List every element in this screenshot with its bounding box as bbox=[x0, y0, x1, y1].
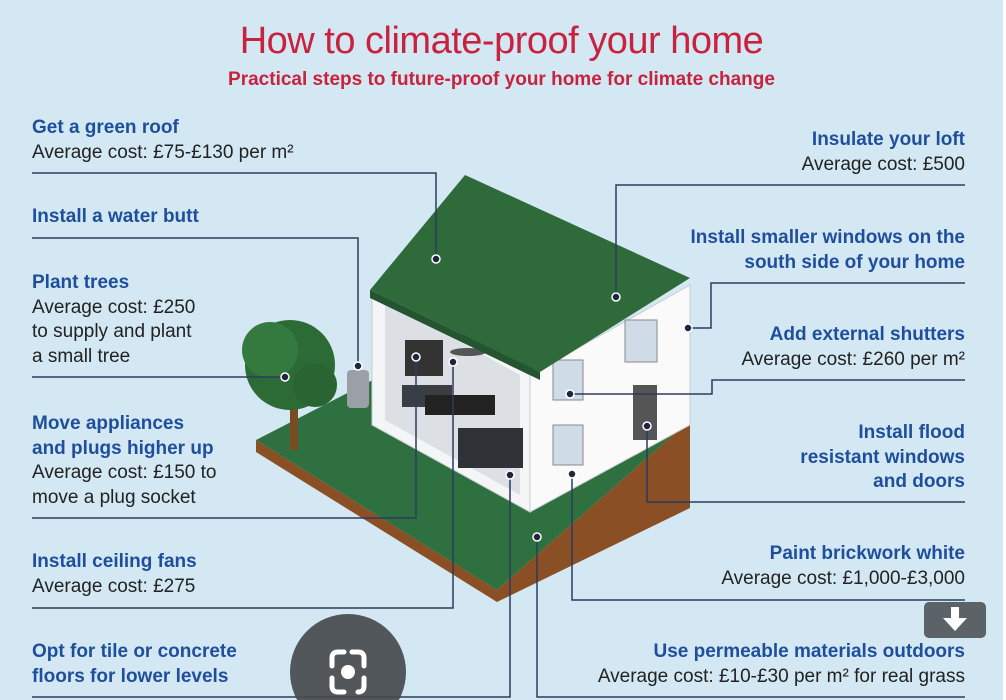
label-heading: Use permeable materials outdoors bbox=[653, 641, 966, 662]
label-heading: Plant trees bbox=[32, 272, 130, 293]
label-green-roof: Get a green roof Average cost: £75-£130 … bbox=[32, 116, 294, 165]
label-cost: Average cost: £275 bbox=[32, 575, 196, 597]
label-external-shutters: Add external shutters Average cost: £260… bbox=[741, 323, 965, 372]
label-cost: to supply and plant bbox=[32, 321, 192, 342]
label-paint-brickwork: Paint brickwork white Average cost: £1,0… bbox=[721, 542, 965, 591]
green-roof bbox=[370, 175, 690, 372]
window bbox=[624, 319, 658, 363]
label-cost: Average cost: £1,000-£3,000 bbox=[721, 567, 965, 589]
label-heading: Install smaller windows on the bbox=[690, 227, 966, 248]
label-cost: a small tree bbox=[32, 345, 131, 367]
lens-search-button[interactable] bbox=[290, 614, 406, 700]
label-cost: Average cost: £10-£30 per m² for real gr… bbox=[597, 665, 965, 687]
label-plant-trees: Plant trees Average cost: £250 to supply… bbox=[32, 271, 195, 369]
label-cost: Average cost: £75-£130 per m² bbox=[32, 141, 294, 163]
label-heading: Paint brickwork white bbox=[769, 543, 965, 564]
label-insulate-loft: Insulate your loft Average cost: £500 bbox=[802, 128, 965, 177]
lens-icon bbox=[329, 649, 367, 695]
sofa bbox=[458, 428, 523, 468]
label-heading: Install flood bbox=[858, 422, 965, 443]
tv bbox=[405, 340, 443, 376]
tree-canopy-part bbox=[242, 322, 298, 378]
download-button[interactable] bbox=[924, 602, 986, 638]
water-butt bbox=[347, 370, 369, 408]
label-tile-floors: Opt for tile or concrete floors for lowe… bbox=[32, 640, 237, 689]
page-subtitle: Practical steps to future-proof your hom… bbox=[228, 69, 775, 90]
label-heading: Insulate your loft bbox=[811, 129, 965, 150]
label-heading: Install a water butt bbox=[32, 206, 199, 227]
label-cost: Average cost: £500 bbox=[801, 153, 965, 175]
label-heading: floors for lower levels bbox=[32, 665, 229, 687]
label-cost: move a plug socket bbox=[32, 486, 196, 508]
tree-trunk bbox=[290, 395, 298, 450]
window bbox=[552, 424, 584, 466]
leader-lines bbox=[32, 172, 965, 698]
label-cost: Average cost: £150 to bbox=[32, 462, 217, 483]
label-heading: and plugs higher up bbox=[32, 437, 214, 459]
label-cost: Average cost: £260 per m² bbox=[741, 348, 965, 370]
label-heading: Install ceiling fans bbox=[32, 551, 197, 572]
tree-canopy-part bbox=[293, 363, 337, 407]
label-heading: resistant windows bbox=[800, 446, 965, 468]
leader-dots bbox=[280, 254, 693, 542]
label-heading: Opt for tile or concrete bbox=[32, 641, 237, 662]
ground-earth bbox=[256, 420, 690, 602]
label-heading: south side of your home bbox=[744, 251, 965, 273]
label-heading: Move appliances bbox=[32, 413, 185, 434]
label-cost: Average cost: £250 bbox=[32, 296, 196, 318]
table bbox=[425, 395, 495, 415]
label-flood-windows: Install flood resistant windows and door… bbox=[800, 421, 965, 495]
page-title: How to climate-proof your home bbox=[239, 20, 764, 62]
label-smaller-windows: Install smaller windows on the south sid… bbox=[691, 226, 966, 275]
label-move-appliances: Move appliances and plugs higher up Aver… bbox=[32, 412, 217, 510]
green-roof-edge bbox=[370, 290, 540, 380]
label-heading: Add external shutters bbox=[769, 324, 965, 345]
label-ceiling-fans: Install ceiling fans Average cost: £275 bbox=[32, 550, 197, 599]
download-arrow-icon bbox=[943, 607, 967, 631]
label-heading: and doors bbox=[873, 471, 965, 492]
label-heading: Get a green roof bbox=[32, 117, 179, 138]
label-permeable-materials: Use permeable materials outdoors Average… bbox=[598, 640, 965, 689]
ceiling-fan-icon bbox=[450, 348, 486, 356]
label-water-butt: Install a water butt bbox=[32, 205, 199, 230]
